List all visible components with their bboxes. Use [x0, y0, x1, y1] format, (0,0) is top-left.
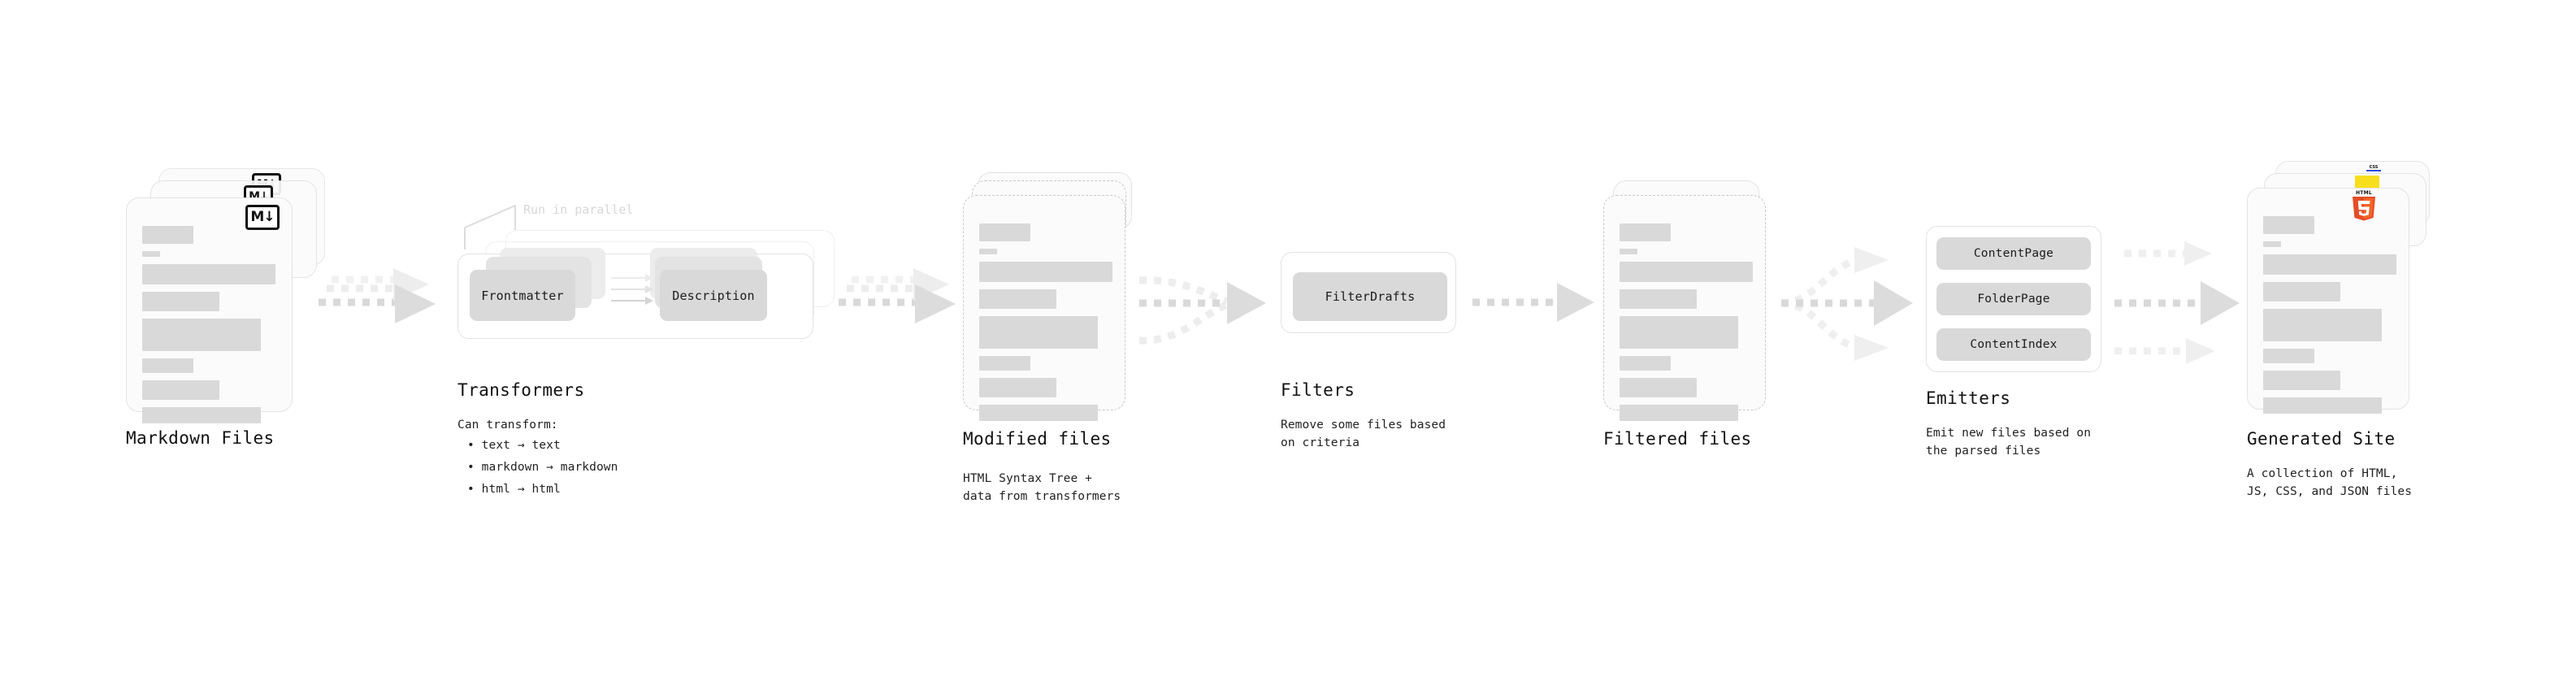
content-bar: [979, 378, 1056, 397]
content-bar: [142, 226, 193, 244]
transformers-bullet-2: • markdown → markdown: [467, 461, 618, 474]
filtered-card-front: [1603, 195, 1766, 421]
page-title-filtered-files: Filtered files: [1603, 429, 1752, 449]
content-bar: [979, 316, 1098, 349]
emitter-node-label: FolderPage: [1977, 293, 2050, 306]
content-bar: [1620, 378, 1697, 397]
content-bar: [1620, 249, 1637, 254]
content-bar: [979, 262, 1112, 282]
connector-emitters-to-site: [2114, 241, 2240, 364]
content-bar: [2263, 216, 2314, 234]
content-bar: [2263, 282, 2340, 301]
content-bar: [2263, 309, 2382, 341]
content-bar: [1620, 223, 1671, 241]
content-bar: [2263, 371, 2340, 390]
transformers-bullet-1: • text → text: [467, 439, 561, 452]
emitter-node-contentpage[interactable]: ContentPage: [1936, 237, 2091, 270]
filters-subtitle: Remove some files based on criteria: [1281, 419, 1446, 450]
content-bar: [142, 380, 219, 400]
content-bar: [142, 292, 219, 311]
run-in-parallel-bracket: [464, 205, 516, 249]
emitter-node-label: ContentIndex: [1970, 338, 2058, 351]
content-bar: [979, 249, 997, 254]
filtered-card-content: [1620, 223, 1754, 428]
content-bar: [142, 358, 193, 373]
page-title-markdown-files: Markdown Files: [126, 428, 275, 448]
emitter-node-label: ContentPage: [1973, 247, 2054, 260]
connector-filtered-to-emitters: [1780, 247, 1913, 361]
markdown-card-front: [126, 197, 293, 423]
transformer-node-label: Description: [672, 288, 755, 303]
content-bar: [142, 319, 261, 351]
emitter-node-folderpage[interactable]: FolderPage: [1936, 283, 2091, 315]
content-bar: [979, 356, 1030, 371]
transformer-inner-arrows: [611, 274, 653, 305]
bullet-label: html → html: [481, 483, 561, 496]
bullet-label: markdown → markdown: [481, 461, 618, 474]
content-bar: [1620, 289, 1697, 309]
js-icon: [2355, 176, 2379, 189]
html5-icon: HTML: [2353, 190, 2375, 221]
transformer-node-label: Frontmatter: [481, 288, 564, 303]
page-title-transformers: Transformers: [458, 380, 585, 400]
page-title-generated-site: Generated Site: [2247, 429, 2396, 449]
connector-filters-to-filtered: [1472, 283, 1594, 322]
transformer-node-description[interactable]: Description: [660, 270, 767, 321]
emitter-node-contentindex[interactable]: ContentIndex: [1936, 328, 2091, 361]
markdown-card-content: [142, 226, 280, 431]
modified-card-content: [979, 223, 1113, 428]
transformer-node-frontmatter[interactable]: Frontmatter: [470, 270, 575, 321]
connector-transformers-to-modified: [839, 268, 956, 323]
modified-card-front: [963, 195, 1125, 421]
content-bar: [2263, 254, 2396, 275]
transformers-subtitle: Can transform:: [458, 419, 558, 432]
connector-modified-to-filters: [1138, 276, 1266, 345]
transformers-bullet-3: • html → html: [467, 483, 561, 496]
content-bar: [142, 264, 275, 284]
svg-text:HTML: HTML: [2356, 190, 2372, 196]
filter-node-label: FilterDrafts: [1325, 289, 1416, 304]
emitters-subtitle: Emit new files based on the parsed files: [1926, 427, 2092, 458]
content-bar: [979, 223, 1030, 241]
page-title-modified-files: Modified files: [963, 429, 1112, 449]
bullet-label: text → text: [481, 439, 561, 452]
content-bar: [1620, 316, 1738, 349]
content-bar: [1620, 405, 1738, 421]
svg-text:CSS: CSS: [2370, 165, 2379, 170]
site-card-content: [2263, 216, 2397, 421]
content-bar: [142, 407, 261, 423]
run-in-parallel-label: Run in parallel: [523, 202, 634, 217]
content-bar: [979, 405, 1098, 421]
content-bar: [979, 289, 1056, 309]
site-card-html: [2247, 188, 2409, 414]
content-bar: [1620, 356, 1671, 371]
content-bar: [2263, 349, 2314, 363]
content-bar: [2263, 241, 2281, 247]
filter-node-filterdrafts[interactable]: FilterDrafts: [1293, 272, 1447, 321]
page-title-emitters: Emitters: [1926, 388, 2011, 408]
markdown-badge-front-icon: M↓: [245, 205, 280, 230]
modified-files-subtitle: HTML Syntax Tree + data from transformer…: [963, 472, 1121, 504]
css-icon: CSS: [2366, 165, 2381, 171]
content-bar: [142, 251, 160, 257]
generated-site-subtitle: A collection of HTML, JS, CSS, and JSON …: [2247, 467, 2413, 499]
connector-md-to-transformers: [319, 268, 436, 323]
page-title-filters: Filters: [1281, 380, 1355, 400]
content-bar: [1620, 262, 1753, 282]
content-bar: [2263, 397, 2382, 414]
